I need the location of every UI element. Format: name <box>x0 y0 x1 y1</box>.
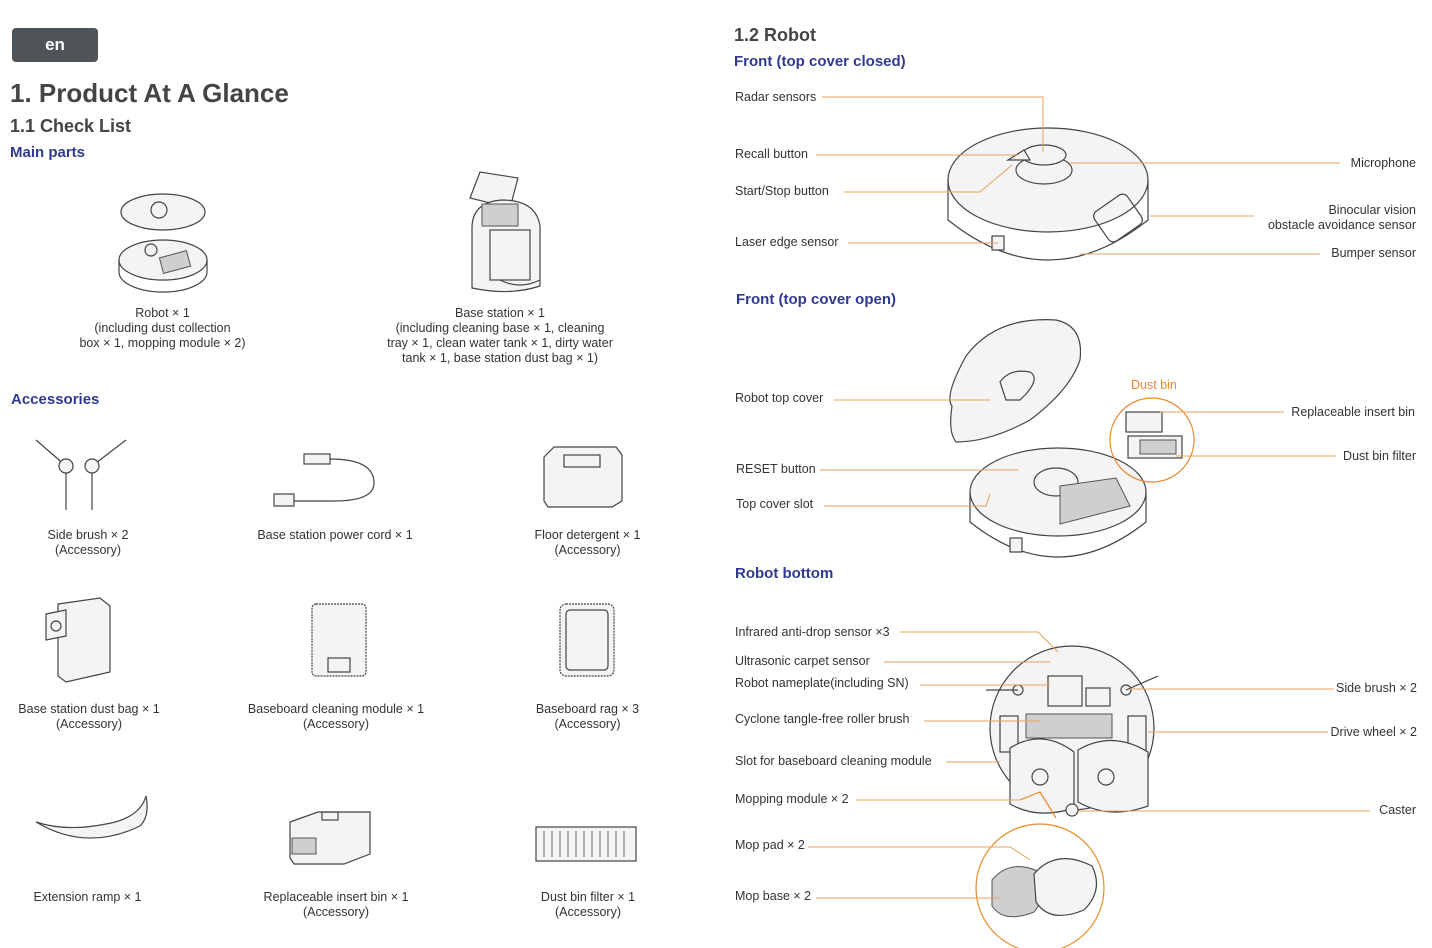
label-reset-button: RESET button <box>736 462 816 476</box>
label-bumper-sensor: Bumper sensor <box>1331 246 1416 260</box>
accessories-heading: Accessories <box>11 391 100 408</box>
label-top-cover-slot: Top cover slot <box>736 497 814 511</box>
page-title: 1. Product At A Glance <box>10 78 289 108</box>
front-closed-heading: Front (top cover closed) <box>734 53 906 70</box>
label-dust-bin-filter: Dust bin filter <box>1343 449 1416 463</box>
accessory-caption-9: Dust bin filter × 1(Accessory) <box>540 890 636 919</box>
label-replaceable-insert-bin: Replaceable insert bin <box>1291 405 1415 419</box>
extension-ramp-icon <box>35 795 148 839</box>
floor-detergent-icon <box>543 446 623 508</box>
label-radar-sensors: Radar sensors <box>735 90 817 104</box>
label-laser-edge-sensor: Laser edge sensor <box>735 235 839 249</box>
robot-illustration <box>118 193 208 293</box>
insert-bin-icon <box>289 811 371 865</box>
label-roller-brush: Cyclone tangle-free roller brush <box>735 712 910 726</box>
base-station-illustration <box>469 171 541 293</box>
label-side-brush: Side brush × 2 <box>1336 681 1417 695</box>
power-cord-icon <box>273 453 375 507</box>
accessory-caption-6: Baseboard rag × 3(Accessory) <box>535 702 640 731</box>
label-mop-base: Mop base × 2 <box>735 889 812 903</box>
label-start-stop-button: Start/Stop button <box>735 184 829 198</box>
language-badge[interactable]: en <box>12 28 98 62</box>
robot-bottom-heading: Robot bottom <box>735 565 834 582</box>
accessory-caption-8: Replaceable insert bin × 1(Accessory) <box>263 890 409 919</box>
label-mopping-module: Mopping module × 2 <box>735 792 849 806</box>
base-station-caption: Base station × 1(including cleaning base… <box>387 306 613 365</box>
accessory-caption-2: Base station power cord × 1 <box>257 528 413 542</box>
side-brush-icon <box>35 439 127 510</box>
label-baseboard-slot: Slot for baseboard cleaning module <box>735 754 932 768</box>
label-obstacle-avoidance: obstacle avoidance sensor <box>1267 218 1416 232</box>
label-dust-bin: Dust bin <box>1131 378 1177 392</box>
main-parts-heading: Main parts <box>10 144 86 161</box>
label-recall-button: Recall button <box>735 147 808 161</box>
accessory-caption-3: Floor detergent × 1(Accessory) <box>534 528 641 557</box>
label-nameplate: Robot nameplate(including SN) <box>735 676 909 690</box>
dust-bin-filter-icon <box>535 826 637 862</box>
accessory-caption-5: Baseboard cleaning module × 1(Accessory) <box>247 702 425 731</box>
checklist-heading: 1.1 Check List <box>10 116 132 136</box>
accessory-caption-7: Extension ramp × 1 <box>33 890 142 904</box>
baseboard-rag-icon <box>559 603 615 677</box>
label-robot-top-cover: Robot top cover <box>735 391 824 405</box>
label-infrared-sensor: Infrared anti-drop sensor ×3 <box>735 625 890 639</box>
robot-section-heading: 1.2 Robot <box>734 25 817 45</box>
label-drive-wheel: Drive wheel × 2 <box>1330 725 1418 739</box>
label-caster: Caster <box>1379 803 1416 817</box>
front-open-heading: Front (top cover open) <box>736 291 896 308</box>
label-microphone: Microphone <box>1350 156 1416 170</box>
baseboard-module-icon <box>311 603 367 677</box>
label-mop-pad: Mop pad × 2 <box>735 838 805 852</box>
label-ultrasonic-sensor: Ultrasonic carpet sensor <box>735 654 870 668</box>
dust-bag-icon <box>45 597 111 683</box>
accessory-caption-4: Base station dust bag × 1(Accessory) <box>18 702 160 731</box>
accessory-caption-1: Side brush × 2(Accessory) <box>47 528 129 557</box>
label-binocular-vision: Binocular vision <box>1328 203 1416 217</box>
